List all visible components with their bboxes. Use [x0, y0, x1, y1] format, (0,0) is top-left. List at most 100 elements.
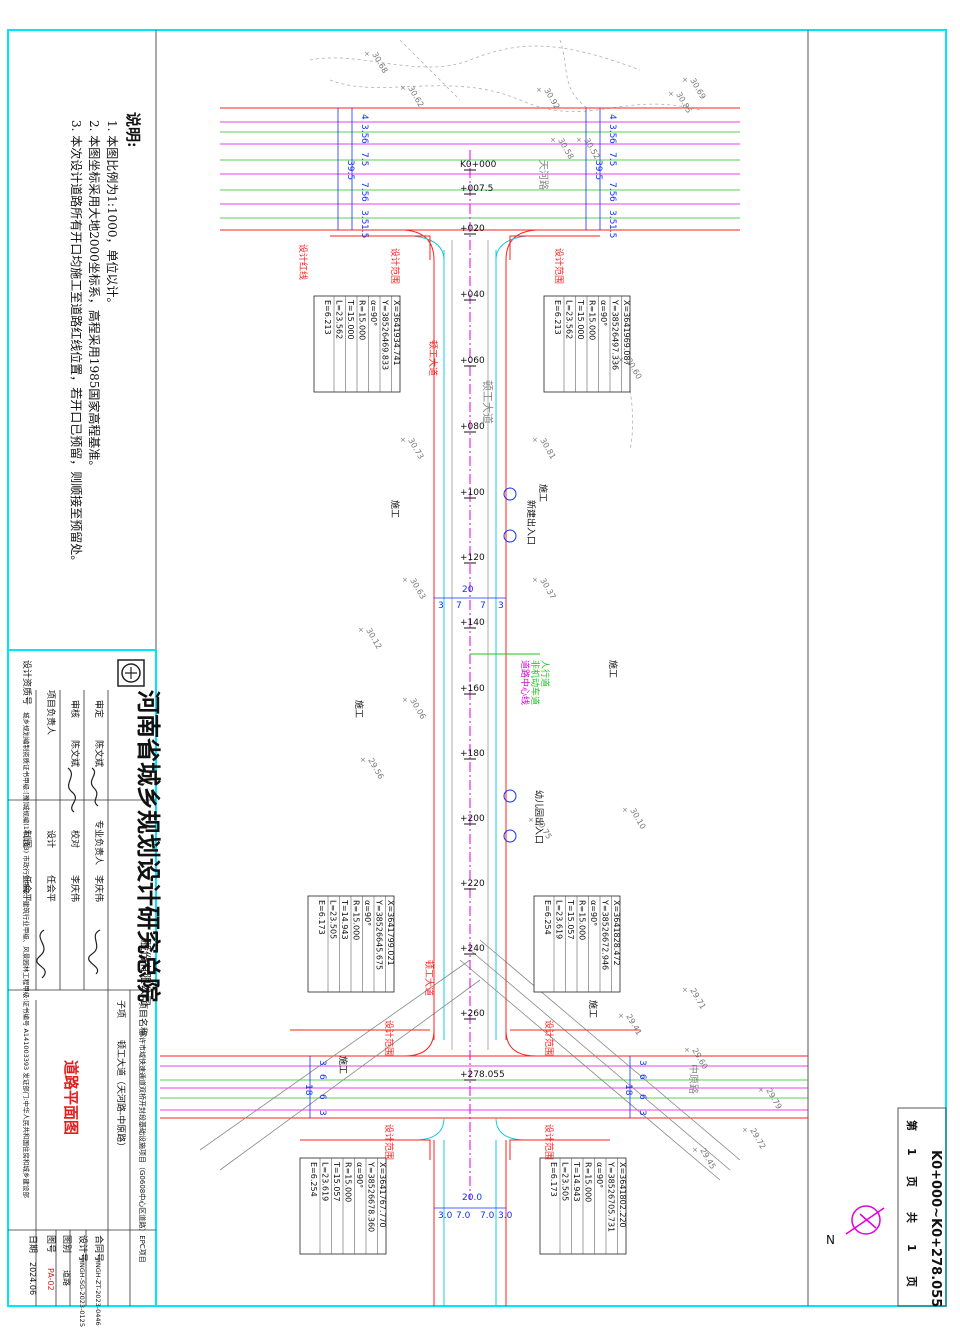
road-name-main: 顿工大道 [481, 380, 495, 424]
notes: 说明: 1. 本图比例为1:1000，单位以计。 2. 本图坐标采用大地2000… [69, 112, 142, 567]
dimension-total-label: 20.0 [462, 1193, 482, 1203]
dimension-label: 6 [359, 196, 369, 202]
curve-table-row: T=14.943 [572, 1161, 581, 1202]
spot-marker: × [528, 816, 534, 824]
project-name: 郑许市域快速通道双桥开封段基础设施项目（G0608中心区道路）EPC项目 [138, 1030, 147, 1263]
station-label: +100 [460, 488, 485, 498]
curve-table-row: α=90° [363, 900, 372, 926]
dimension-label: 3.5 [607, 210, 617, 224]
spot-elevation: 30.10 [628, 807, 647, 831]
spot-elevation: 30.73 [406, 437, 425, 461]
spot-elevation: 30.69 [688, 77, 707, 101]
contract-no: HNGH-ZT-2023-0446 [94, 1258, 102, 1326]
entrance-label-2: 幼儿园出入口 [533, 790, 545, 844]
spot-elevation: 29.45 [698, 1147, 717, 1171]
ped-label: 人行道 [539, 660, 551, 687]
curve-table-row: X=3641767.770 [378, 1162, 387, 1228]
top-road-dims-right: 43.567.57.563.51.539.5 [585, 108, 617, 238]
institute-name: 河南省城乡规划设计研究总院 [134, 690, 163, 1002]
design-no-label: 设计号 [77, 1235, 89, 1262]
road-annotations: 顿工大道 天河路 中原路 设计红线 设计范围 设计范围 设计范围 设计范围 设计… [297, 160, 700, 1160]
person-approver: 陈文斌 [93, 740, 105, 767]
spot-elevation: 29.71 [688, 987, 707, 1011]
curve-table-row: α=90° [355, 1162, 364, 1188]
spot-elevation: 30.12 [364, 627, 383, 651]
spot-marker: × [550, 136, 556, 144]
curve-table-row: T=15.057 [332, 1161, 341, 1202]
construction-label-2: 施工 [607, 660, 619, 678]
dimension-label: 3 [498, 601, 504, 611]
curve-table-row: L=23.619 [321, 1162, 330, 1201]
spot-marker: × [364, 50, 370, 58]
construction-label-5: 施工 [587, 1000, 599, 1018]
sub-item-label: 子项 [115, 1000, 126, 1018]
role-design: 设计 [45, 830, 57, 848]
dimension-label: 6 [607, 196, 617, 202]
person-designer: 任会平 [45, 875, 57, 902]
dimension-label: 1.5 [607, 224, 617, 238]
curve-table-row: E=6.173 [549, 1162, 558, 1197]
curve-table-row: Y=38526645.675 [375, 899, 384, 970]
institute-name-group: 河南省城乡规划设计研究总院 股份有限公司 [134, 690, 163, 1006]
construction-label-6: 施工 [337, 1056, 349, 1074]
curve-table-row: α=90° [599, 300, 608, 326]
spot-marker: × [400, 436, 406, 444]
spot-marker: × [758, 1086, 764, 1094]
spot-elevation: 30.58 [556, 137, 575, 161]
curve-table-row: X=3641802.220 [618, 1162, 627, 1228]
entrance-arrows [470, 487, 540, 843]
sheet-total-a: 共 [905, 1212, 919, 1223]
dimension-label: 4 [607, 114, 617, 120]
curve-table-row: T=15.000 [576, 299, 585, 340]
dimension-label: 1.5 [359, 224, 369, 238]
spot-elevation: 29.56 [366, 757, 385, 781]
sheet-page-unit: 页 [905, 1176, 918, 1187]
design-range-label-5: 设计范围 [383, 1124, 395, 1160]
spot-marker: × [576, 136, 582, 144]
dimension-label: 7.5 [607, 182, 617, 196]
top-road [220, 107, 740, 231]
dimension-label: 3.5 [607, 124, 617, 138]
discipline-value: 道路 [62, 1270, 72, 1286]
spot-marker: × [532, 576, 538, 584]
station-label: +040 [460, 290, 485, 300]
note-3: 3. 本次设计道路所有开口均施工至道路红线位置，若开口已预留，则顺接至预留处。 [69, 120, 84, 567]
bottom-road [160, 1055, 808, 1119]
dimension-label: 3 [317, 1110, 327, 1116]
curve-table-row: E=6.213 [323, 300, 332, 335]
dimension-label: 3 [438, 601, 444, 611]
sheet-total-no: 1 [905, 1244, 918, 1252]
station-label: +140 [460, 618, 485, 628]
curve-table-row: L=23.562 [335, 300, 344, 339]
spot-marker: × [400, 84, 406, 92]
station-label: +120 [460, 553, 485, 563]
contract-no-label: 合同号 [93, 1235, 105, 1262]
design-range-label-4: 设计范围 [543, 1020, 555, 1056]
dimension-label: 4 [359, 114, 369, 120]
date-label: 日期 [27, 1235, 38, 1253]
title-values: 城乡规划编制资质证书甲级:[豫]城规编(141183) 市政行业甲级、建筑行业甲… [22, 712, 147, 1327]
role-approve: 审定 [93, 700, 105, 718]
curve-table-row: R=15.000 [584, 1162, 593, 1202]
road-label-red: 顿工大道 [427, 340, 439, 376]
spot-marker: × [684, 1046, 690, 1054]
spot-marker: × [532, 436, 538, 444]
dimension-total-label: 39.5 [593, 160, 603, 180]
curve-table-row: R=15.000 [352, 900, 361, 940]
curve-table-row: E=6.173 [317, 900, 326, 935]
station-label: +260 [460, 1009, 485, 1019]
person-drafter: 任会平 [21, 875, 33, 902]
dimension-total-label: 18 [303, 1084, 313, 1096]
bike-label: 非机动车道 [529, 660, 541, 705]
sheet-page-no: 1 [905, 1148, 918, 1156]
curve-table-row: T=15.000 [346, 299, 355, 340]
curve-table-row: L=23.619 [555, 900, 564, 939]
curve-table-row: X=3641969.087 [622, 300, 631, 366]
terrain-lines [309, 39, 701, 451]
person-reviewer: 陈文斌 [69, 740, 81, 767]
dimension-label: 7.0 [456, 1211, 471, 1221]
station-label: +220 [460, 879, 485, 889]
curve-table-row: α=90° [595, 1162, 604, 1188]
dimension-label: 6 [359, 138, 369, 144]
